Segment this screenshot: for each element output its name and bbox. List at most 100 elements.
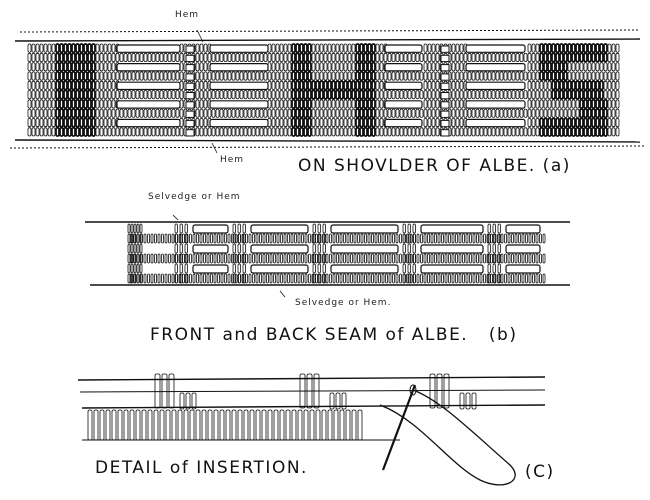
stitch xyxy=(353,273,357,284)
stitch xyxy=(332,253,336,264)
stitch xyxy=(79,108,84,119)
stitch xyxy=(603,52,608,63)
stitch xyxy=(427,62,432,72)
stitch xyxy=(151,71,156,81)
stitch xyxy=(163,90,168,100)
stitch xyxy=(555,71,560,82)
stitch xyxy=(311,233,315,244)
stitch xyxy=(174,273,178,284)
stitch xyxy=(267,90,272,100)
stitch xyxy=(259,253,262,264)
stitch xyxy=(543,117,548,128)
stitch xyxy=(375,62,380,72)
stitch xyxy=(291,126,296,137)
stitch xyxy=(547,90,552,100)
stitch xyxy=(195,52,200,62)
stitch xyxy=(412,243,416,254)
stitch xyxy=(195,80,200,90)
stitch xyxy=(127,263,131,274)
stitch xyxy=(130,253,134,264)
stitch xyxy=(67,98,72,110)
stitch xyxy=(459,80,464,90)
stitch xyxy=(451,80,456,90)
stitch xyxy=(83,52,88,63)
stitch xyxy=(199,52,204,62)
stitch xyxy=(571,126,576,137)
stitch xyxy=(347,89,352,100)
stitch xyxy=(103,108,108,118)
stitch xyxy=(412,233,416,244)
stitch xyxy=(207,127,212,137)
stitch xyxy=(451,108,456,118)
stitch xyxy=(518,253,521,264)
stitch xyxy=(151,90,156,100)
stitch xyxy=(415,90,420,100)
stitch xyxy=(322,233,326,244)
stitch xyxy=(359,126,364,137)
stitch xyxy=(107,118,112,128)
stitch xyxy=(451,273,455,284)
stitch xyxy=(375,118,380,128)
stitch xyxy=(451,233,455,244)
stitch xyxy=(336,273,339,284)
stitch xyxy=(241,233,245,244)
stitch xyxy=(351,108,356,118)
thread-loop xyxy=(379,389,516,486)
stitch xyxy=(307,52,312,63)
open-bar xyxy=(250,264,309,274)
stitch xyxy=(295,89,300,100)
stitch xyxy=(367,233,371,244)
figure-b-seam-band xyxy=(85,214,570,298)
stitch xyxy=(31,52,36,62)
stitch xyxy=(341,392,347,410)
stitch xyxy=(207,71,212,81)
stitch xyxy=(427,80,432,90)
stitch xyxy=(463,127,468,137)
stitch xyxy=(47,90,52,100)
stitch xyxy=(451,90,456,100)
stitch xyxy=(591,80,596,91)
stitch xyxy=(579,52,584,63)
stitch xyxy=(367,98,372,110)
stitch xyxy=(192,253,196,264)
stitch xyxy=(303,80,308,91)
stitch xyxy=(332,273,336,284)
stitch xyxy=(199,273,203,284)
stitch xyxy=(231,409,237,441)
stitch xyxy=(528,233,532,244)
stitch xyxy=(431,90,436,100)
stitch xyxy=(392,253,395,264)
stitch xyxy=(234,233,238,244)
stitch xyxy=(431,62,436,72)
stitch xyxy=(455,71,460,81)
stitch xyxy=(375,52,380,62)
stitch xyxy=(327,118,332,128)
stitch xyxy=(283,80,288,90)
stitch xyxy=(315,43,320,53)
dotted-hem-line-bottom xyxy=(9,145,646,149)
stitch xyxy=(327,409,333,441)
stitch xyxy=(195,127,200,137)
stitch xyxy=(315,71,320,81)
stitch xyxy=(511,108,516,118)
hem-label-top: Hem xyxy=(175,10,200,20)
open-bar xyxy=(465,81,526,91)
stitch xyxy=(335,89,340,100)
stitch xyxy=(603,98,608,110)
stitch xyxy=(95,52,100,62)
stitch xyxy=(423,127,428,137)
stitch xyxy=(441,253,444,264)
stitch xyxy=(420,253,423,264)
stitch xyxy=(195,62,200,72)
stitch xyxy=(611,71,616,81)
stitch xyxy=(119,108,124,118)
stitch xyxy=(331,52,336,62)
stitch xyxy=(294,273,297,284)
stitch xyxy=(459,90,464,100)
stitch xyxy=(133,263,137,274)
stitch xyxy=(595,43,600,54)
stitch xyxy=(319,118,324,128)
stitch xyxy=(299,108,304,119)
stitch xyxy=(504,253,507,264)
stitch xyxy=(487,253,491,264)
